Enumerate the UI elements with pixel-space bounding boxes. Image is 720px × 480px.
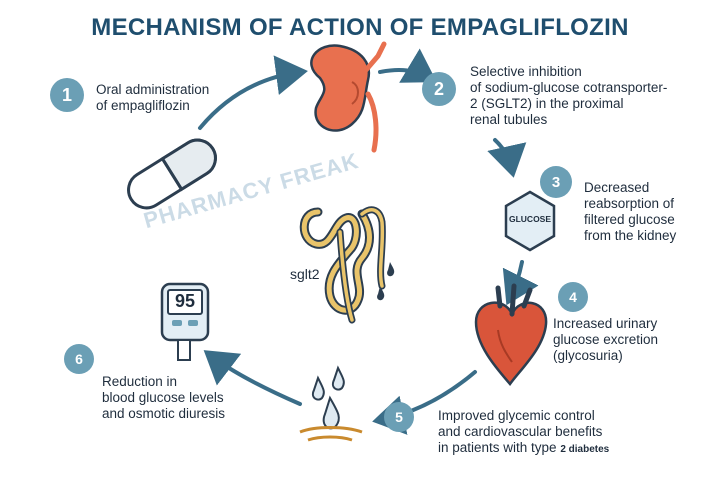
- meter-reading: 95: [174, 291, 196, 311]
- arrow-step2-to-glucose: [487, 138, 527, 178]
- step-4-text: Increased urinary glucose excretion (gly…: [553, 316, 659, 363]
- glucose-meter-icon: [160, 282, 210, 361]
- glucose-drops-nephron: [377, 262, 395, 301]
- sglt2-label: sglt2: [290, 266, 320, 282]
- step-2-text: Selective inhibition of sodium-glucose c…: [470, 64, 668, 127]
- step-2-badge: 2: [422, 72, 456, 106]
- step-5-text-small: 2 diabetes: [560, 444, 610, 455]
- heart-icon: [474, 283, 548, 387]
- step-6-badge: 6: [64, 344, 94, 374]
- glucose-label: GLUCOSE: [508, 214, 552, 224]
- step-5-text: Improved glycemic control and cardiovasc…: [438, 408, 609, 458]
- step-3-text: Decreased reabsorption of filtered gluco…: [584, 180, 677, 243]
- arrow-kidney-to-step2: [378, 48, 437, 83]
- step-5-text-main: Improved glycemic control and cardiovasc…: [438, 408, 603, 455]
- nephron-icon: [299, 206, 386, 324]
- page-title: MECHANISM OF ACTION OF EMPAGLIFLOZIN: [91, 14, 629, 41]
- pill-icon: [127, 138, 217, 210]
- step-5-badge: 5: [384, 402, 414, 432]
- arrow-pill-to-kidney: [198, 55, 308, 130]
- arrow-drops-to-meter: [203, 350, 302, 406]
- step-1-badge: 1: [50, 78, 84, 112]
- step-6-text: Reduction in blood glucose levels and os…: [102, 374, 226, 421]
- step-3-badge: 3: [540, 166, 572, 198]
- urine-drops-icon: [299, 365, 363, 442]
- step-1-text: Oral administration of empagliflozin: [96, 82, 210, 113]
- step-4-badge: 4: [558, 282, 588, 312]
- kidney-icon: [310, 41, 387, 153]
- glucose-molecule-icon: [504, 190, 556, 252]
